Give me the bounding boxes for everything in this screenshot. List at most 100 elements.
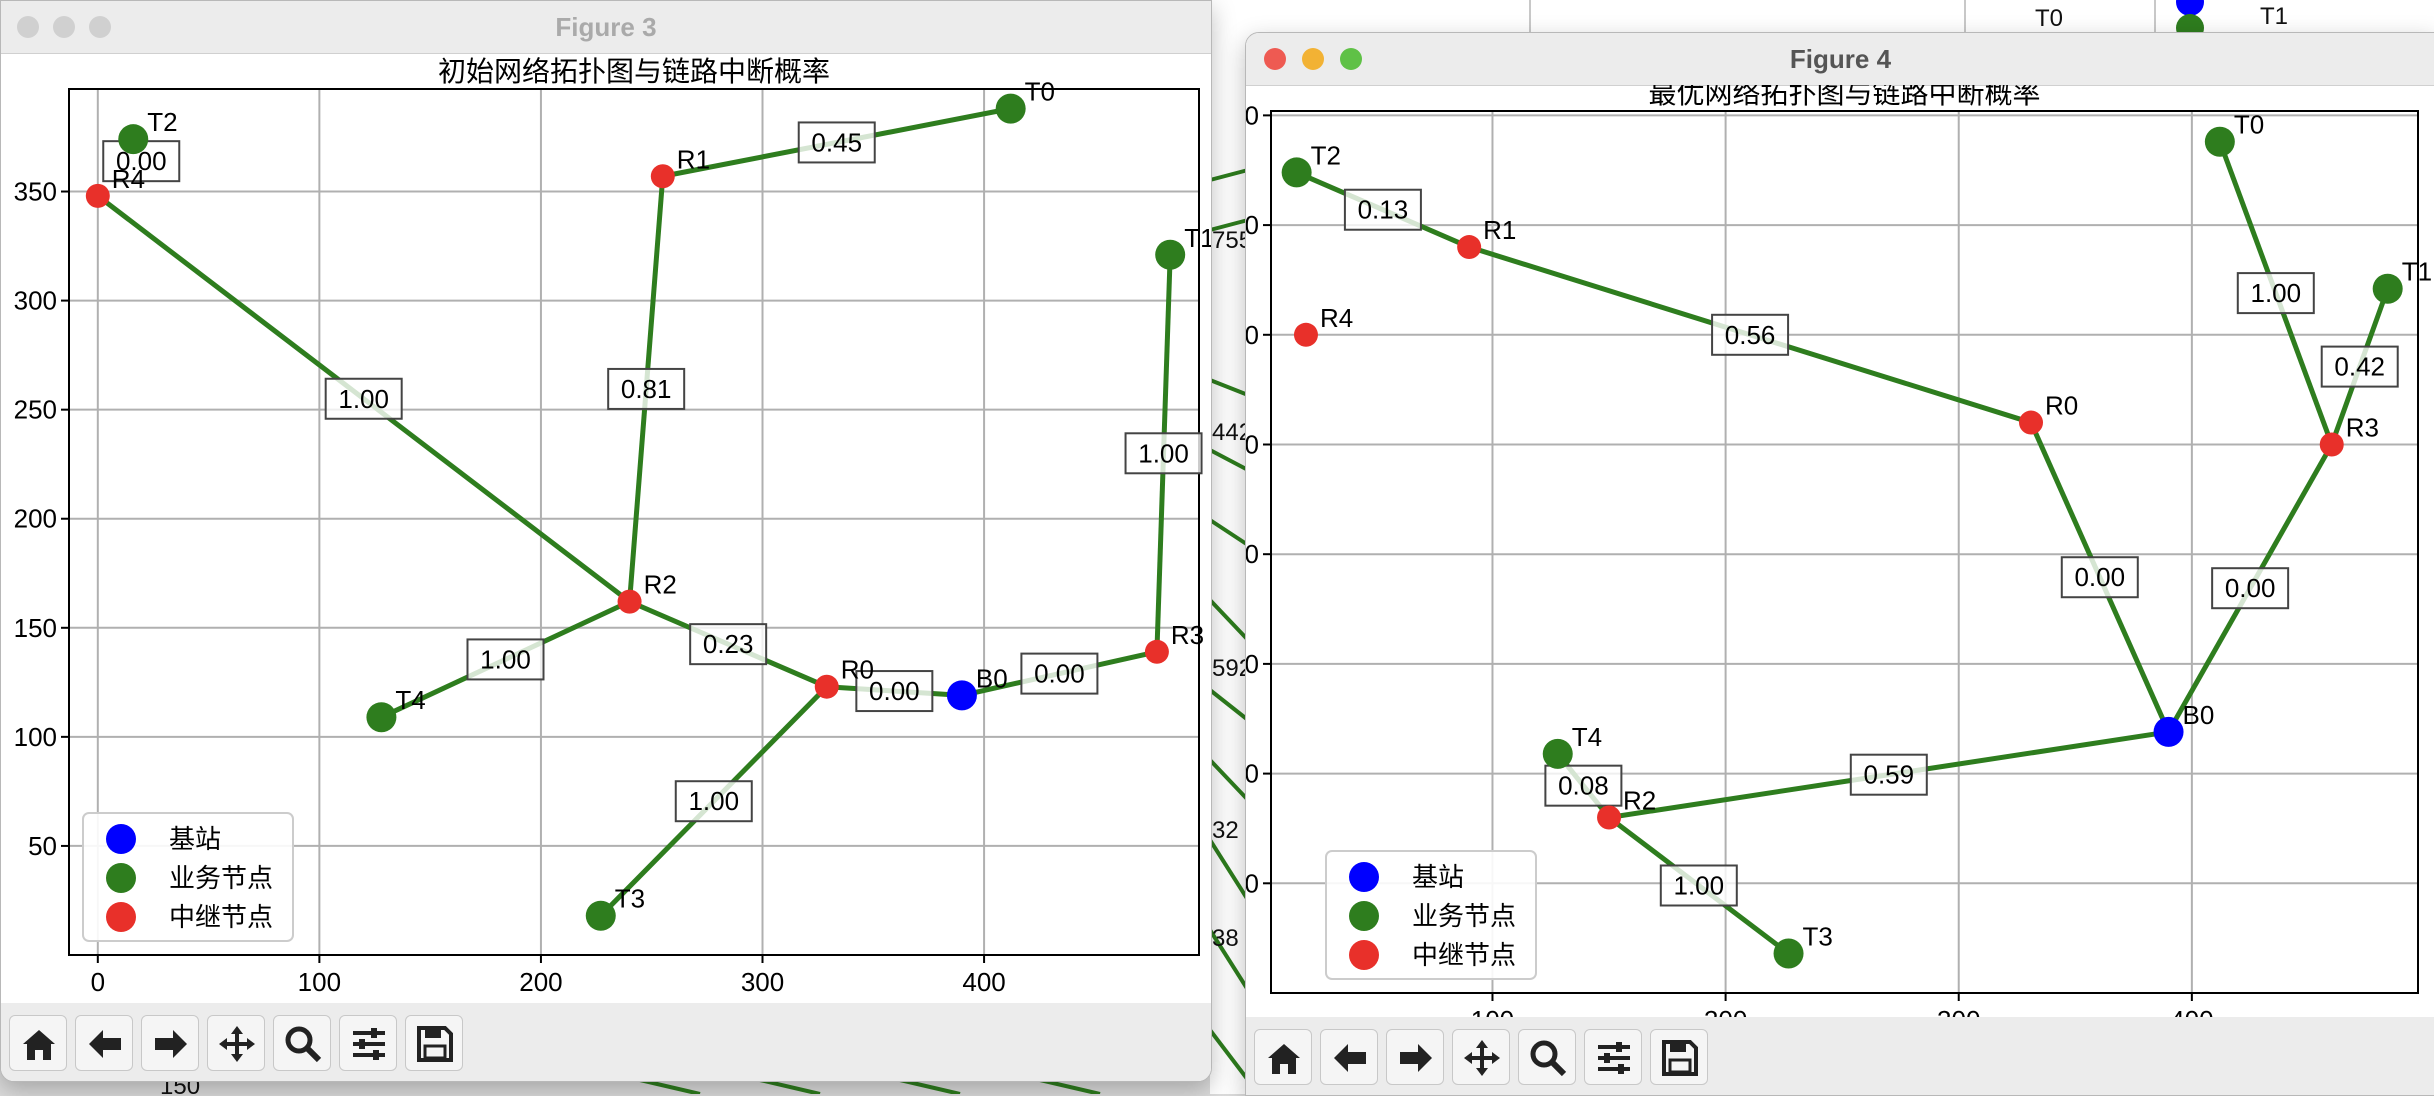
y-tick-label: 300 xyxy=(14,286,57,316)
minimize-button[interactable] xyxy=(53,16,75,38)
edge-label: 0.45 xyxy=(797,121,876,164)
figure-4-toolbar xyxy=(1246,1017,2434,1095)
node-marker-T4 xyxy=(366,702,397,733)
node-marker-R0 xyxy=(2019,410,2044,435)
pan-icon xyxy=(219,1026,255,1062)
background-grid xyxy=(1529,0,2156,32)
edge-label-text: 0.00 xyxy=(2225,573,2276,603)
x-tick-label: 300 xyxy=(741,967,784,997)
legend-marker xyxy=(106,824,136,854)
node-label-R4: R4 xyxy=(1320,303,1353,333)
forward-arrow-button[interactable] xyxy=(1386,1029,1444,1085)
y-tick-label: 250 xyxy=(1246,429,1259,459)
close-button[interactable] xyxy=(1264,48,1286,70)
node-marker-T1 xyxy=(2372,273,2403,304)
close-button[interactable] xyxy=(17,16,39,38)
node-label-T4: T4 xyxy=(1572,722,1602,752)
edge-label: 0.42 xyxy=(2320,345,2399,388)
edge-label: 0.00 xyxy=(855,670,934,713)
configure-button[interactable] xyxy=(339,1015,397,1071)
node-marker-T4 xyxy=(1542,738,1573,769)
axes-frame xyxy=(1270,110,2419,994)
zoom-button[interactable] xyxy=(89,16,111,38)
edge-label-box xyxy=(1020,652,1099,695)
node-label-R3: R3 xyxy=(2346,412,2379,442)
back-arrow-button[interactable] xyxy=(75,1015,133,1071)
edge-label: 0.08 xyxy=(1544,764,1623,807)
edge-label: 0.00 xyxy=(2060,556,2139,599)
node-label-R2: R2 xyxy=(1623,785,1656,815)
figure-3-toolbar xyxy=(1,1003,1211,1081)
back-arrow-button[interactable] xyxy=(1320,1029,1378,1085)
edge-group xyxy=(96,106,1173,918)
y-tick-label: 50 xyxy=(28,831,57,861)
edge-label: 0.56 xyxy=(1711,313,1790,356)
edge-label-box xyxy=(1711,313,1790,356)
legend-label: 业务节点 xyxy=(169,863,273,893)
minimize-button[interactable] xyxy=(1302,48,1324,70)
y-tick-label: 100 xyxy=(1246,759,1259,789)
edge-label-box xyxy=(1343,188,1422,231)
grid-lines xyxy=(1271,111,2418,993)
forward-arrow-button[interactable] xyxy=(141,1015,199,1071)
x-tick-label: 100 xyxy=(298,967,341,997)
edge-label-text: 0.08 xyxy=(1558,771,1609,801)
pan-button[interactable] xyxy=(207,1015,265,1071)
zoom-button[interactable] xyxy=(1518,1029,1576,1085)
y-tick-label: 400 xyxy=(1246,100,1259,130)
edge-label-box xyxy=(797,121,876,164)
node-marker-R2 xyxy=(1597,805,1622,830)
edge-label-text: 0.13 xyxy=(1358,195,1409,225)
edge-label-box xyxy=(1659,864,1738,907)
edge-label-text: 1.00 xyxy=(688,786,739,816)
save-button[interactable] xyxy=(1650,1029,1708,1085)
save-icon xyxy=(417,1026,453,1062)
configure-button[interactable] xyxy=(1584,1029,1642,1085)
edge-label-box xyxy=(324,377,403,420)
node-label-R0: R0 xyxy=(2045,391,2078,421)
edge-label-text: 0.00 xyxy=(1034,659,1085,689)
zoom-button[interactable] xyxy=(273,1015,331,1071)
y-tick-label: 100 xyxy=(14,722,57,752)
edge-label: 0.00 xyxy=(2211,567,2290,610)
figure-4-titlebar[interactable]: Figure 4 xyxy=(1246,33,2434,86)
home-button[interactable] xyxy=(1254,1029,1312,1085)
edge-label-box xyxy=(2060,556,2139,599)
edge-label-text: 0.23 xyxy=(703,629,754,659)
window-title: Figure 4 xyxy=(1789,44,1892,74)
zoom-icon xyxy=(1530,1040,1567,1077)
x-tick-label: 0 xyxy=(91,967,105,997)
save-button[interactable] xyxy=(405,1015,463,1071)
edge-label: 1.00 xyxy=(1659,864,1738,907)
zoom-button[interactable] xyxy=(1340,48,1362,70)
node-label-R2: R2 xyxy=(644,570,677,600)
edge-label: 1.00 xyxy=(1124,432,1203,475)
node-marker-R3 xyxy=(2319,432,2344,457)
y-tick-label: 150 xyxy=(14,613,57,643)
node-marker-R3 xyxy=(1144,639,1169,664)
node-marker-T0 xyxy=(995,93,1026,124)
edge-label-box xyxy=(689,623,768,666)
edge-label: 0.00 xyxy=(1020,652,1099,695)
x-tick-label: 200 xyxy=(519,967,562,997)
legend-marker xyxy=(1349,862,1379,892)
edge-label-box xyxy=(855,670,934,713)
edge-label-text: 1.00 xyxy=(480,644,531,674)
home-button[interactable] xyxy=(9,1015,67,1071)
pan-button[interactable] xyxy=(1452,1029,1510,1085)
node-label-T2: T2 xyxy=(1311,140,1341,170)
edge-label-box xyxy=(1124,432,1203,475)
node-marker-R1 xyxy=(650,164,675,189)
node-marker-T0 xyxy=(2204,126,2235,157)
node-label-T2: T2 xyxy=(147,107,177,137)
edge-label-text: 1.00 xyxy=(1138,438,1189,468)
forward-arrow-icon xyxy=(155,1030,187,1058)
figure-3-titlebar[interactable]: Figure 3 xyxy=(1,1,1211,54)
figure-4-window[interactable]: Figure 4 最优网络拓扑图与链路中断概率10020030040050100… xyxy=(1245,32,2434,1096)
node-label-T4: T4 xyxy=(395,685,425,715)
node-label-T3: T3 xyxy=(1803,922,1833,952)
